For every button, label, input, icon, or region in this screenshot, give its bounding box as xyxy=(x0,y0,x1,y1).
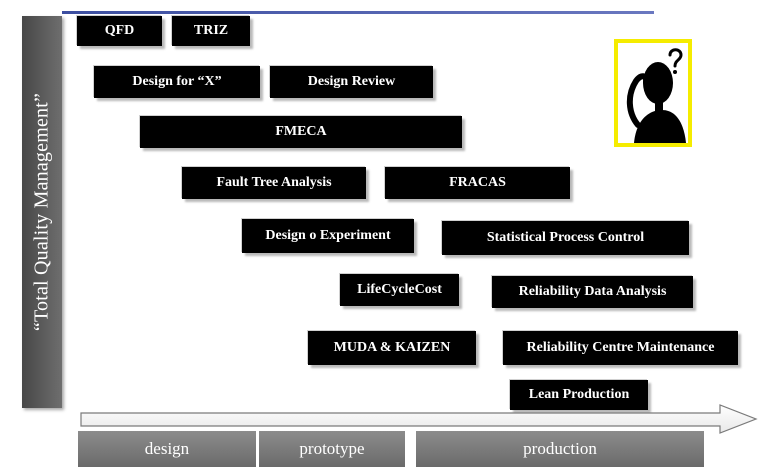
tool-reliability-centre-maintenance: Reliability Centre Maintenance xyxy=(503,331,738,365)
tool-qfd: QFD xyxy=(77,16,162,46)
tool-design-of-experiment: Design o Experiment xyxy=(242,219,414,253)
tool-triz: TRIZ xyxy=(172,16,250,46)
tqm-side-label: “Total Quality Management” xyxy=(30,92,53,332)
tool-design-for-x: Design for “X” xyxy=(94,66,260,98)
confused-thinker-icon xyxy=(614,39,692,147)
tool-statistical-process-control: Statistical Process Control xyxy=(442,221,689,255)
phase-prototype: prototype xyxy=(259,431,405,467)
tool-reliability-data-analysis: Reliability Data Analysis xyxy=(492,276,693,308)
tool-lean-production: Lean Production xyxy=(510,380,648,410)
tool-muda-kaizen: MUDA & KAIZEN xyxy=(308,331,476,365)
top-accent-line xyxy=(62,11,654,14)
tool-fracas: FRACAS xyxy=(385,167,570,199)
phase-production: production xyxy=(416,431,704,467)
tool-fmeca: FMECA xyxy=(140,116,462,148)
tool-fault-tree-analysis: Fault Tree Analysis xyxy=(182,167,366,199)
tqm-side-bar xyxy=(22,16,62,408)
phase-design: design xyxy=(78,431,256,467)
timeline-arrow xyxy=(80,404,758,434)
tool-life-cycle-cost: LifeCycleCost xyxy=(340,274,459,306)
tool-design-review: Design Review xyxy=(270,66,433,98)
